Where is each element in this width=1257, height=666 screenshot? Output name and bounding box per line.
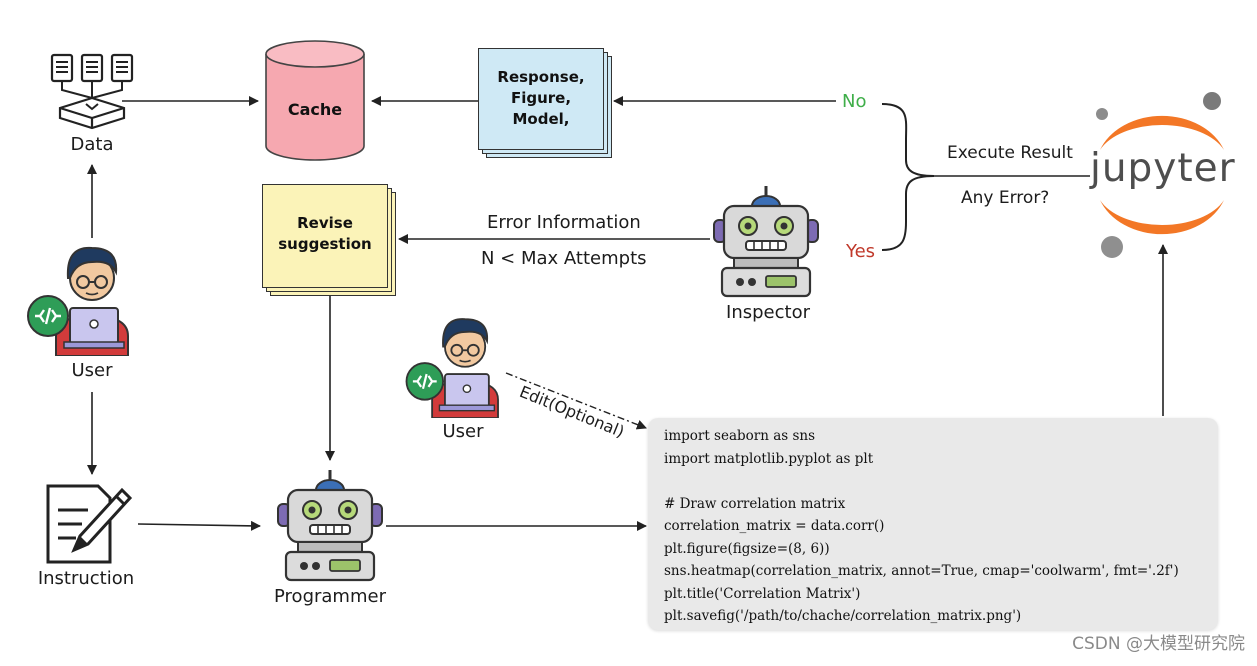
jupyter-label: jupyter	[1090, 146, 1236, 191]
error-information-label: Error Information	[487, 212, 641, 233]
data-icon	[46, 52, 138, 134]
response-note-stack	[478, 48, 612, 158]
any-error-label: Any Error?	[961, 188, 1050, 208]
execute-result-label: Execute Result	[947, 143, 1073, 163]
code-line-5: correlation_matrix = data.corr()	[664, 518, 885, 534]
inspector-label: Inspector	[726, 302, 810, 323]
arrow-instruction-to-programmer	[137, 520, 261, 531]
user-avatar-icon	[26, 238, 136, 357]
response-note-line-3: Model,	[512, 110, 570, 128]
revise-note-line-1: Revise	[297, 214, 353, 232]
inspector-robot-icon	[712, 184, 820, 302]
code-line-2: import matplotlib.pyplot as plt	[664, 451, 874, 467]
programmer-label: Programmer	[274, 586, 386, 607]
user-left-label: User	[71, 360, 113, 381]
jupyter-logo	[1084, 88, 1242, 258]
decision-brace	[881, 103, 935, 251]
code-line-9: plt.savefig('/path/to/chache/correlation…	[664, 608, 1022, 624]
code-line-4: # Draw correlation matrix	[664, 496, 846, 512]
revise-note-line-2: suggestion	[278, 235, 372, 253]
response-note-line-2: Figure,	[510, 89, 572, 107]
no-label: No	[842, 91, 867, 112]
code-line-6: plt.figure(figsize=(8, 6))	[664, 541, 830, 557]
user-middle-avatar-icon	[400, 310, 510, 419]
arrow-edit-optional	[505, 372, 647, 430]
code-line-1: import seaborn as sns	[664, 428, 816, 444]
code-line-7: sns.heatmap(correlation_matrix, annot=Tr…	[664, 563, 1179, 579]
programmer-robot-icon	[276, 468, 384, 586]
code-line-8: plt.title('Correlation Matrix')	[664, 586, 861, 602]
max-attempts-label: N < Max Attempts	[481, 248, 647, 269]
user-middle-label: User	[442, 421, 484, 442]
code-block	[648, 418, 1218, 630]
cache-label: Cache	[287, 100, 343, 119]
cache-cylinder	[262, 38, 368, 164]
revise-note-stack	[262, 184, 396, 296]
instruction-icon	[44, 480, 134, 566]
instruction-label: Instruction	[37, 568, 135, 589]
yes-label: Yes	[846, 241, 876, 262]
data-label: Data	[70, 134, 114, 155]
watermark-text: CSDN @大模型研究院	[1072, 634, 1245, 654]
response-note-line-1: Response,	[497, 68, 585, 86]
